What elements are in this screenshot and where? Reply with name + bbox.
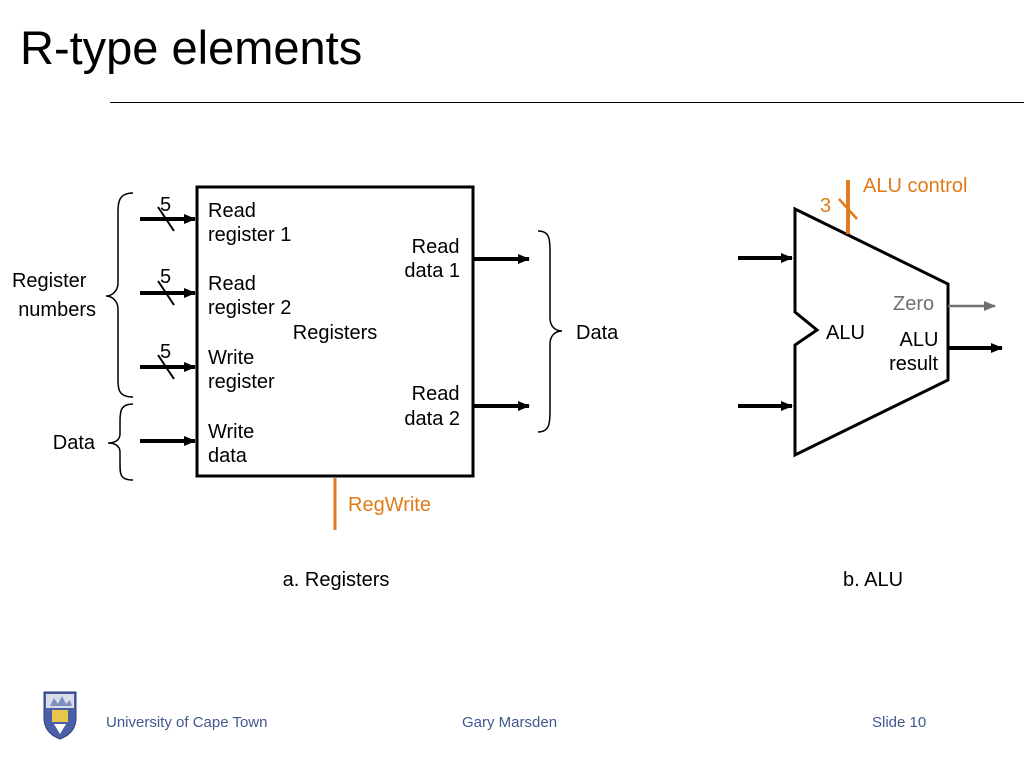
write-register-input: 5 <box>140 341 196 380</box>
university-crest-icon <box>43 691 77 740</box>
zero-label: Zero <box>893 293 934 315</box>
read-register-2-label: Read register 2 <box>208 273 291 319</box>
bus-width-label: 5 <box>160 194 171 216</box>
read-register-1-label: Read register 1 <box>208 200 291 246</box>
register-numbers-label: Register numbers <box>12 270 96 321</box>
footer-institution: University of Cape Town <box>106 714 268 731</box>
write-data-label: Write data <box>208 421 260 467</box>
footer-author: Gary Marsden <box>462 714 558 731</box>
read-data-2-label: Read data 2 <box>404 383 465 430</box>
data-output-label: Data <box>576 322 619 344</box>
register-file-block <box>195 185 475 478</box>
regwrite-label: RegWrite <box>348 494 431 516</box>
alu-caption: b. ALU <box>843 569 903 591</box>
bus-width-label: 5 <box>160 266 171 288</box>
registers-caption: a. Registers <box>283 569 390 591</box>
alu-control-width-label: 3 <box>820 195 831 217</box>
data-input-label: Data <box>53 432 96 454</box>
alu-control-width-slash <box>838 198 858 220</box>
alu-control-label: ALU control <box>863 175 968 197</box>
read-data-1-label: Read data 1 <box>404 236 465 282</box>
bus-width-label: 5 <box>160 341 171 363</box>
registers-block-label: Registers <box>293 322 377 344</box>
title-divider <box>110 102 1024 103</box>
alu-result-label: ALU result <box>889 329 944 375</box>
register-numbers-brace <box>105 192 134 398</box>
alu-label: ALU <box>826 322 865 344</box>
read-register-1-input: 5 <box>140 194 196 232</box>
slide-title: R-type elements <box>20 21 363 74</box>
alu-shape <box>793 206 950 458</box>
write-register-label: Write register <box>208 347 275 393</box>
data-output-brace <box>537 230 563 433</box>
read-register-2-input: 5 <box>140 266 196 306</box>
data-input-brace <box>107 403 134 481</box>
footer-slide-number: Slide 10 <box>872 714 927 731</box>
